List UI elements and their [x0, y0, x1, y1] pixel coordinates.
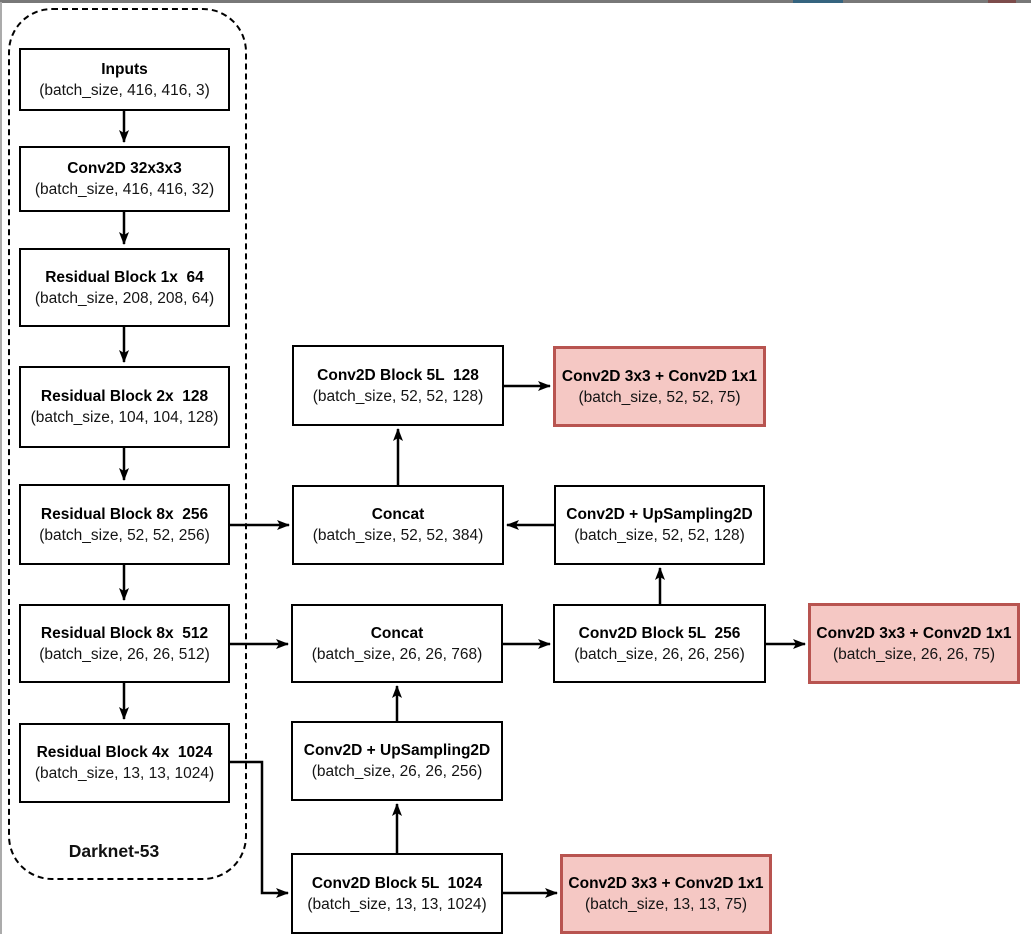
node-title: Conv2D 3x3 + Conv2D 1x1 — [568, 875, 764, 892]
node-detection-head-52: Conv2D 3x3 + Conv2D 1x1 (batch_size, 52,… — [553, 346, 766, 427]
node-shape: (batch_size, 416, 416, 32) — [34, 181, 215, 198]
node-detection-head-13: Conv2D 3x3 + Conv2D 1x1 (batch_size, 13,… — [560, 854, 772, 934]
node-title: Conv2D 3x3 + Conv2D 1x1 — [816, 624, 1012, 642]
node-shape: (batch_size, 26, 26, 75) — [833, 645, 995, 663]
node-shape: (batch_size, 52, 52, 256) — [39, 526, 210, 544]
node-shape: (batch_size, 208, 208, 64) — [34, 289, 215, 307]
node-title: Concat — [370, 624, 424, 642]
node-conv2d-block-5l-256: Conv2D Block 5L 256 (batch_size, 26, 26,… — [553, 604, 766, 683]
node-title: Conv2D Block 5L 1024 — [311, 874, 483, 892]
node-shape: (batch_size, 104, 104, 128) — [30, 409, 219, 426]
node-inputs: Inputs (batch_size, 416, 416, 3) — [19, 48, 230, 111]
node-title: Conv2D + UpSampling2D — [566, 506, 753, 523]
node-title: Residual Block 2x 128 — [40, 388, 209, 405]
node-shape: (batch_size, 26, 26, 512) — [39, 645, 210, 663]
node-shape: (batch_size, 416, 416, 3) — [39, 81, 210, 99]
node-concat-26: Concat (batch_size, 26, 26, 768) — [291, 604, 503, 683]
chrome-accent-segment — [793, 0, 843, 3]
node-conv2d-32x3x3: Conv2D 32x3x3 (batch_size, 416, 416, 32) — [19, 146, 230, 212]
node-shape: (batch_size, 52, 52, 384) — [312, 527, 484, 544]
node-concat-52: Concat (batch_size, 52, 52, 384) — [292, 485, 504, 565]
node-title: Conv2D 3x3 + Conv2D 1x1 — [561, 367, 758, 385]
node-shape: (batch_size, 26, 26, 256) — [574, 645, 745, 663]
darknet53-group-outline — [8, 8, 247, 880]
node-residual-block-2x-128: Residual Block 2x 128 (batch_size, 104, … — [19, 366, 230, 448]
node-title: Concat — [371, 506, 425, 523]
node-shape: (batch_size, 52, 52, 128) — [574, 527, 745, 544]
node-title: Residual Block 1x 64 — [45, 268, 204, 286]
node-shape: (batch_size, 26, 26, 256) — [311, 763, 483, 780]
node-shape: (batch_size, 13, 13, 75) — [585, 896, 747, 913]
node-residual-block-1x-64: Residual Block 1x 64 (batch_size, 208, 2… — [19, 248, 230, 327]
node-upsampling-26: Conv2D + UpSampling2D (batch_size, 26, 2… — [291, 721, 503, 801]
node-title: Residual Block 8x 256 — [40, 505, 209, 523]
node-title: Residual Block 8x 512 — [40, 624, 209, 642]
darknet53-group-label: Darknet-53 — [68, 841, 160, 861]
node-shape: (batch_size, 13, 13, 1024) — [34, 765, 215, 782]
node-shape: (batch_size, 26, 26, 768) — [311, 645, 483, 663]
node-title: Conv2D + UpSampling2D — [303, 742, 491, 759]
node-residual-block-8x-512: Residual Block 8x 512 (batch_size, 26, 2… — [19, 604, 230, 683]
node-title: Conv2D 32x3x3 — [67, 160, 182, 177]
chrome-warm-segment — [988, 0, 1016, 3]
node-detection-head-26: Conv2D 3x3 + Conv2D 1x1 (batch_size, 26,… — [808, 603, 1020, 684]
node-upsampling-52: Conv2D + UpSampling2D (batch_size, 52, 5… — [554, 485, 765, 565]
browser-chrome-sliver — [0, 0, 1031, 3]
node-shape: (batch_size, 52, 52, 75) — [578, 388, 741, 406]
node-title: Conv2D Block 5L 128 — [317, 366, 479, 384]
node-residual-block-8x-256: Residual Block 8x 256 (batch_size, 52, 5… — [19, 484, 230, 565]
node-conv2d-block-5l-128: Conv2D Block 5L 128 (batch_size, 52, 52,… — [292, 345, 504, 426]
node-shape: (batch_size, 13, 13, 1024) — [307, 895, 487, 913]
node-title: Residual Block 4x 1024 — [36, 744, 213, 761]
page-left-edge — [0, 2, 2, 934]
node-shape: (batch_size, 52, 52, 128) — [312, 387, 484, 405]
node-residual-block-4x-1024: Residual Block 4x 1024 (batch_size, 13, … — [19, 723, 230, 803]
node-conv2d-block-5l-1024: Conv2D Block 5L 1024 (batch_size, 13, 13… — [291, 853, 503, 934]
node-title: Inputs — [101, 60, 148, 78]
node-title: Conv2D Block 5L 256 — [578, 624, 741, 642]
